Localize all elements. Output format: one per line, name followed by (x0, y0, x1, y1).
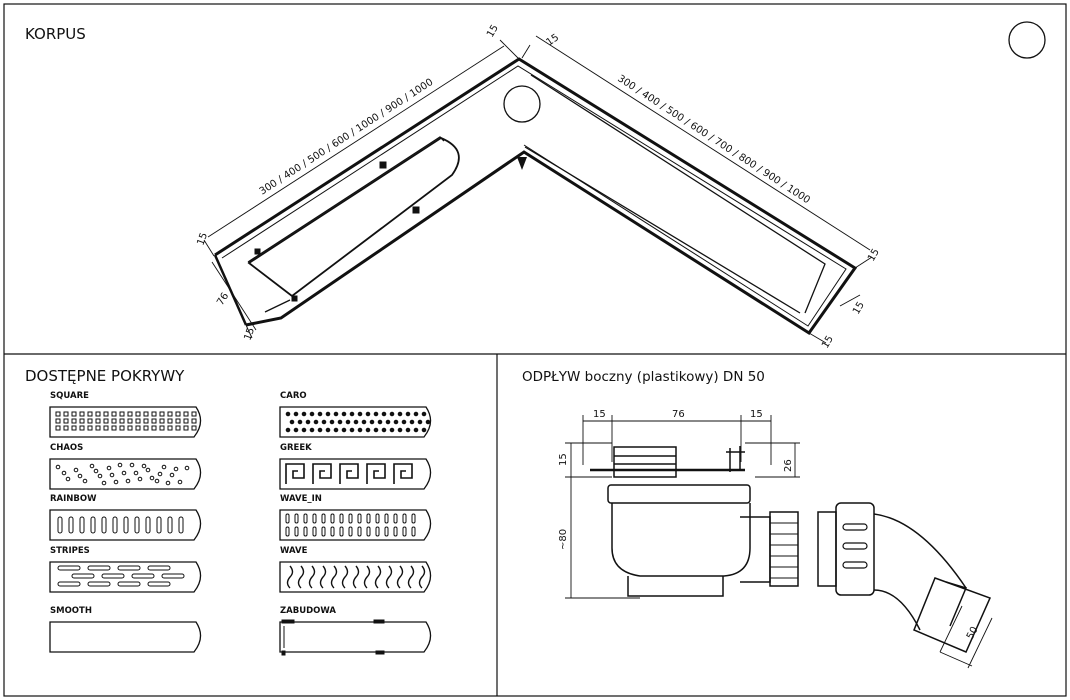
dim-76: 76 (215, 291, 231, 308)
outlet-dim-15-left: 15 (558, 453, 569, 466)
dim-15-bottom-left: 15 (242, 326, 257, 342)
cover-rainbow: RAINBOW (49, 494, 202, 541)
cover-label: CARO (280, 391, 307, 401)
dim-15-right-bottom: 15 (820, 334, 836, 351)
cover-pattern (55, 411, 197, 431)
cover-caro: CARO (279, 391, 432, 438)
length-label-right: 300 / 400 / 500 / 600 / 700 / 800 / 900 … (615, 73, 812, 206)
outlet-panel: ODPŁYW boczny (plastikowy) DN 50 15 76 1… (522, 369, 993, 669)
dim-15-top-b: 15 (544, 32, 561, 48)
cover-pattern (285, 411, 431, 433)
cover-pattern (55, 462, 190, 486)
cover-greek: GREEK (279, 443, 432, 490)
outer-frame (3, 3, 1067, 697)
elbow-drawing (817, 502, 993, 669)
siphon-drawing (590, 446, 799, 597)
outlet-dim-50: 50 (965, 625, 981, 641)
covers-title: DOSTĘPNE POKRYWY (25, 367, 185, 385)
cover-smooth: SMOOTH (49, 606, 202, 653)
cover-label: CHAOS (50, 443, 83, 453)
cover-wave: WAVE (279, 546, 432, 593)
cover-pattern (281, 619, 385, 656)
outlet-title: ODPŁYW boczny (plastikowy) DN 50 (522, 369, 765, 385)
cover-pattern (57, 565, 185, 587)
dim-15-top-a: 15 (485, 23, 501, 40)
cover-label: RAINBOW (50, 494, 97, 504)
cover-square: SQUARE (49, 391, 202, 438)
outlet-dim-80: ~80 (558, 529, 569, 550)
cover-wave_in: WAVE_IN (279, 494, 432, 541)
cover-label: ZABUDOWA (280, 606, 336, 616)
flow-arrow-icon (517, 157, 527, 170)
cover-pattern (286, 565, 426, 589)
dim-15-left: 15 (195, 231, 210, 247)
cover-zabudowa: ZABUDOWA (279, 606, 432, 656)
cover-pattern (285, 513, 416, 537)
cover-stripes: STRIPES (49, 546, 202, 593)
outlet-dim-26: 26 (783, 459, 794, 472)
outlet-dim-15-a: 15 (593, 409, 606, 420)
covers-grid: SQUARE CARO CHAOS GREEK RAINBOW WAVE_IN STRIPE… (49, 391, 432, 656)
korpus-panel: KORPUS (25, 21, 1046, 351)
outlet-hole (503, 85, 541, 123)
cover-pattern (285, 463, 413, 484)
outlet-dim-76: 76 (672, 409, 685, 420)
covers-panel: DOSTĘPNE POKRYWY SQUARE CARO CHAOS GREEK RAI… (25, 367, 432, 656)
cover-label: SMOOTH (50, 606, 92, 616)
drain-body (213, 57, 858, 336)
view-circle-icon (1008, 21, 1046, 59)
cover-label: WAVE_IN (280, 494, 322, 504)
korpus-title: KORPUS (25, 25, 86, 43)
cover-label: STRIPES (50, 546, 90, 556)
cover-label: WAVE (280, 546, 308, 556)
cover-label: SQUARE (50, 391, 89, 401)
cover-chaos: CHAOS (49, 443, 202, 490)
cover-pattern (57, 516, 184, 534)
dim-15-right-mid: 15 (851, 300, 867, 317)
cover-label: GREEK (280, 443, 312, 453)
outlet-dim-15-b: 15 (750, 409, 763, 420)
